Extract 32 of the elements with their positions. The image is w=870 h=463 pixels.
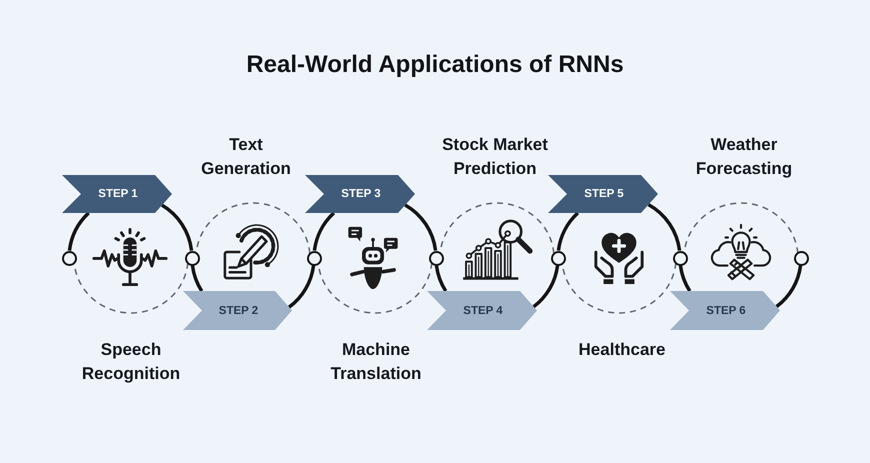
step-banner: STEP 2 — [183, 291, 292, 330]
diagram-title: Real-World Applications of RNNs — [246, 50, 624, 80]
step-title: Machine Translation — [330, 339, 422, 385]
connector-dot — [672, 250, 688, 266]
curved-line — [532, 265, 560, 308]
connector-dot — [794, 250, 808, 266]
curved-line — [434, 265, 448, 292]
curved-line — [288, 265, 316, 309]
curved-line — [556, 212, 580, 251]
step-title: Weather Forecasting — [694, 134, 794, 180]
step-banner: STEP 4 — [427, 291, 537, 330]
step-title: Stock Market Prediction — [441, 134, 549, 180]
connector-dot — [550, 250, 566, 266]
step-banner: STEP 3 — [305, 175, 415, 213]
connector-dot — [306, 250, 322, 266]
step-banner: STEP 5 — [548, 175, 658, 213]
step-title: Text Generation — [200, 134, 292, 180]
curved-line — [68, 212, 90, 251]
connector-dot — [428, 250, 444, 266]
curved-line — [312, 212, 336, 251]
step-banner: STEP 6 — [670, 291, 780, 330]
curved-line — [648, 203, 682, 251]
curved-line — [404, 204, 438, 251]
step-banner: STEP 1 — [62, 175, 172, 213]
curved-line — [190, 265, 204, 292]
curved-line — [678, 265, 692, 292]
curved-line — [775, 265, 802, 308]
connector-dot — [62, 250, 76, 266]
curved-line — [161, 204, 194, 251]
connector-dot — [184, 250, 200, 266]
step-title: Speech Recognition — [80, 339, 182, 385]
step-title: Healthcare — [578, 339, 666, 361]
